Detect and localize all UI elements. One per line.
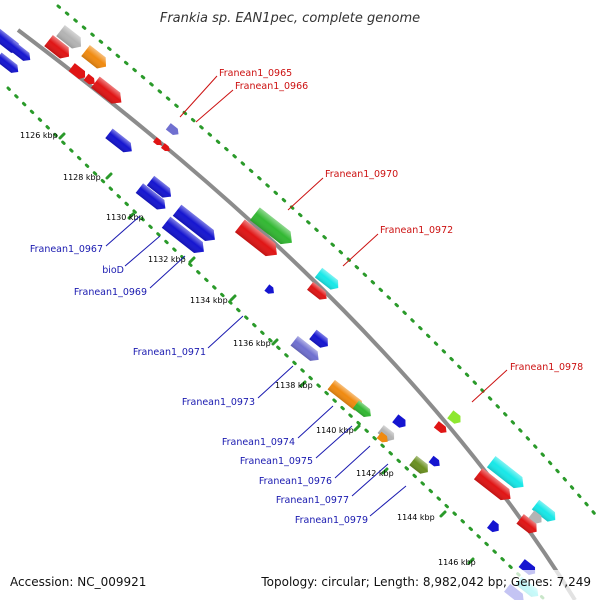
gene-arrow xyxy=(105,128,132,153)
gene-arrow xyxy=(161,143,170,152)
gene-arrow xyxy=(7,40,31,61)
gene-arrow xyxy=(68,63,86,80)
gene-arrow xyxy=(146,175,172,198)
tick-label: 1146 kbp xyxy=(438,558,476,567)
tick-label: 1138 kbp xyxy=(275,381,313,390)
tick-marks xyxy=(58,132,475,565)
gene-arrow xyxy=(433,421,447,433)
genome-summary-text: Topology: circular; Length: 8,982,042 bp… xyxy=(260,575,591,589)
gene-arrow xyxy=(290,336,319,361)
outer-dotted-guide xyxy=(56,4,600,522)
gene-label: Franean1_0966 xyxy=(235,81,308,92)
gene-label: Franean1_0979 xyxy=(295,515,368,526)
gene-arrow xyxy=(165,123,179,135)
gene-arrow xyxy=(486,456,524,489)
inner-dotted-guide xyxy=(6,86,547,600)
tick-label: 1134 kbp xyxy=(190,296,228,305)
gene-arrow xyxy=(309,329,328,348)
gene-label: Franean1_0977 xyxy=(276,495,349,506)
gene-arrow xyxy=(91,76,122,104)
leader-lines-forward xyxy=(179,75,508,403)
gene-label: Franean1_0969 xyxy=(74,287,147,298)
accession-text: Accession: NC_009921 xyxy=(10,575,146,589)
reverse-strand-features xyxy=(0,27,539,600)
gene-arrow xyxy=(447,410,461,424)
gene-arrow xyxy=(352,400,371,418)
gene-arrow xyxy=(307,281,327,300)
gene-arrow xyxy=(81,45,107,69)
gene-label: Franean1_0972 xyxy=(380,225,453,236)
tick-labels: 1126 kbp 1128 kbp 1130 kbp 1132 kbp 1134… xyxy=(20,131,476,567)
gene-label: Franean1_0965 xyxy=(219,68,292,79)
footer-background xyxy=(0,570,600,600)
gene-arrow xyxy=(234,219,277,257)
gene-arrow xyxy=(428,455,440,467)
gene-label: Franean1_0974 xyxy=(222,437,295,448)
gene-arrow xyxy=(44,35,70,59)
forward-strand-features xyxy=(44,25,556,534)
gene-arrow xyxy=(153,137,162,146)
gene-label: Franean1_0976 xyxy=(259,476,332,487)
tick-label: 1132 kbp xyxy=(148,255,186,264)
gene-arrow xyxy=(83,73,95,85)
gene-labels-reverse: Franean1_0967 bioD Franean1_0969 Franean… xyxy=(30,244,368,526)
gene-arrow xyxy=(161,216,204,253)
gene-arrow xyxy=(376,431,388,443)
gene-arrow xyxy=(409,455,428,474)
gene-arrow xyxy=(392,414,406,428)
gene-arrow xyxy=(249,207,292,245)
gene-arrow xyxy=(531,499,556,522)
gene-arrow xyxy=(327,379,363,411)
gene-arrow xyxy=(314,267,339,290)
gene-arrow xyxy=(486,519,499,533)
tick-label: 1140 kbp xyxy=(316,426,354,435)
tick-label: 1142 kbp xyxy=(356,469,394,478)
map-title: Frankia sp. EAN1pec, complete genome xyxy=(160,11,420,26)
gene-arrow xyxy=(473,468,511,501)
gene-label: Franean1_0973 xyxy=(182,397,255,408)
gene-label: Franean1_0970 xyxy=(325,169,398,180)
gene-arrow xyxy=(516,514,537,534)
tick-label: 1128 kbp xyxy=(63,173,101,182)
gene-arrow xyxy=(172,204,215,241)
tick-label: 1130 kbp xyxy=(106,213,144,222)
gene-arrow xyxy=(56,25,82,49)
tick-label: 1136 kbp xyxy=(233,339,271,348)
dotted-guides xyxy=(6,4,600,600)
gene-label: Franean1_0967 xyxy=(30,244,103,255)
gene-label: Franean1_0971 xyxy=(133,347,206,358)
gene-arrow xyxy=(135,183,166,210)
tick-label: 1126 kbp xyxy=(20,131,58,140)
gene-label: bioD xyxy=(102,265,124,276)
gene-label: Franean1_0978 xyxy=(510,362,583,373)
leader-lines-reverse xyxy=(105,215,407,517)
gene-arrow xyxy=(377,425,395,442)
gene-label: Franean1_0975 xyxy=(240,456,313,467)
tick-label: 1144 kbp xyxy=(397,513,435,522)
gene-arrow xyxy=(264,284,274,294)
gene-arrow xyxy=(0,52,19,73)
gene-labels-forward: Franean1_0965 Franean1_0966 Franean1_097… xyxy=(219,68,583,373)
